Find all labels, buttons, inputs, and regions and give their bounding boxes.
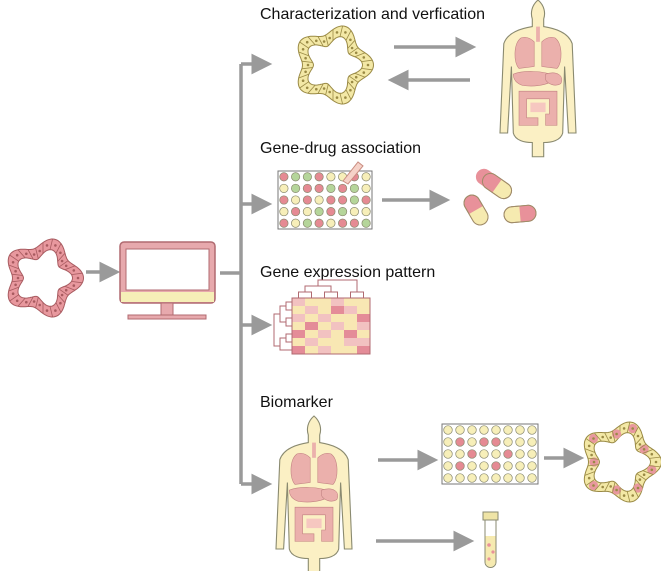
test-tube-icon: [482, 511, 499, 568]
well-plate-icon: [441, 423, 539, 485]
label-gene-expression: Gene expression pattern: [260, 264, 435, 281]
human-body-icon: [275, 415, 353, 571]
well-plate-icon: [277, 170, 373, 230]
heatmap-dendrogram-icon: [273, 279, 371, 355]
organoid-icon: [7, 238, 85, 318]
pipette-icon: [342, 161, 364, 185]
label-characterization: Characterization and verfication: [260, 6, 485, 23]
capsule-icon: [463, 168, 537, 226]
branch-connector: [220, 53, 273, 495]
label-gene-drug: Gene-drug association: [260, 140, 421, 157]
human-body-icon: [499, 0, 577, 158]
monitor-icon: [119, 241, 216, 320]
organoid-icon: [297, 25, 375, 105]
organoid-icon: [583, 421, 661, 503]
label-biomarker: Biomarker: [260, 394, 334, 411]
